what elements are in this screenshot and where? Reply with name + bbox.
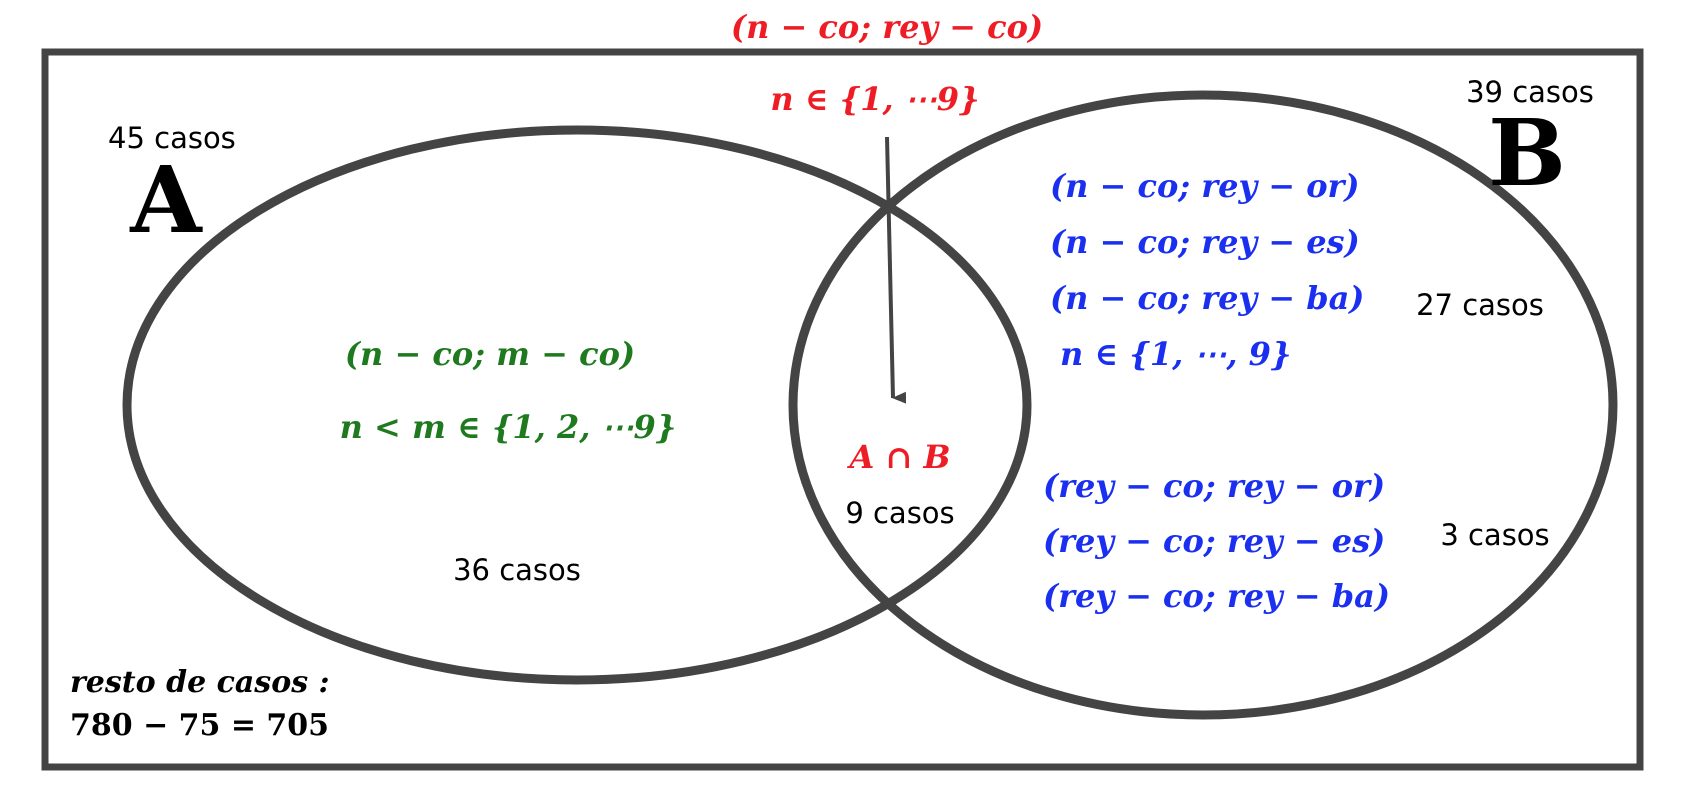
set-a-condition: n < m ∈ {1, 2, ⋯9} <box>340 408 677 446</box>
top-domain-label: n ∈ {1, ⋯9} <box>770 80 979 118</box>
set-b-total: 39 casos <box>1466 75 1594 109</box>
top-pair-label: (n − co; rey − co) <box>731 8 1043 46</box>
set-b-pair-rey-ba: (rey − co; rey − ba) <box>1043 577 1390 615</box>
set-b-domain: n ∈ {1, ⋯, 9} <box>1060 335 1291 373</box>
set-b-pair-or: (n − co; rey − or) <box>1050 167 1360 205</box>
rest-equation: 780 − 75 = 705 <box>70 708 329 743</box>
set-b-letter: B <box>1488 99 1566 207</box>
set-a-count: 36 casos <box>453 553 581 587</box>
set-a-ellipse <box>122 125 1032 685</box>
set-b-pair-ba: (n − co; rey − ba) <box>1050 279 1364 317</box>
set-b-pair-rey-or: (rey − co; rey − or) <box>1043 467 1385 505</box>
set-b-pair-rey-es: (rey − co; rey − es) <box>1043 522 1385 560</box>
set-a-letter: A <box>129 146 203 254</box>
set-a-pair: (n − co; m − co) <box>345 335 635 373</box>
set-b-pair-es: (n − co; rey − es) <box>1050 223 1360 261</box>
universe-rectangle <box>41 48 1644 771</box>
set-a-total: 45 casos <box>108 121 236 155</box>
set-b-ellipse <box>788 90 1618 720</box>
rest-label: resto de casos : <box>70 665 330 700</box>
set-b-group1-count: 27 casos <box>1416 288 1544 322</box>
intersection-count: 9 casos <box>845 496 954 530</box>
intersection-label: A ∩ B <box>847 438 951 476</box>
set-b-group2-count: 3 casos <box>1440 518 1549 552</box>
intersection-arrow <box>885 136 907 404</box>
